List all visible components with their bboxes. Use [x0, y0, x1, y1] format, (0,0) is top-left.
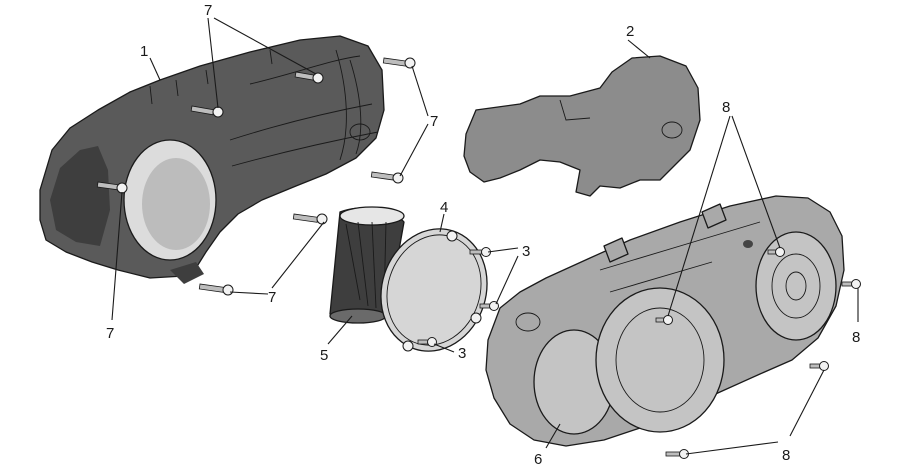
callout-7-top: 7 [204, 2, 212, 19]
callout-8-right: 8 [852, 329, 860, 346]
screw [655, 315, 673, 325]
gasket-part [380, 228, 488, 352]
screw [198, 283, 234, 296]
screw [370, 171, 404, 184]
callout-1: 1 [140, 43, 148, 60]
screw [292, 213, 328, 225]
outer-cover-part [39, 35, 385, 284]
callout-3-lower: 3 [458, 345, 466, 362]
callout-8-bottom: 8 [782, 447, 790, 464]
screw [190, 105, 224, 118]
callout-5: 5 [320, 347, 328, 364]
air-funnel-part [329, 206, 405, 324]
screw [841, 279, 861, 289]
heat-shield-part [463, 55, 701, 197]
callout-3-upper: 3 [522, 243, 530, 260]
screw [382, 57, 416, 69]
callout-7-right: 7 [430, 113, 438, 130]
leader-lines [111, 17, 859, 455]
callout-7-left: 7 [106, 325, 114, 342]
screw [96, 181, 128, 194]
callout-8-top: 8 [722, 99, 730, 116]
screw [809, 361, 829, 371]
callout-4: 4 [440, 199, 448, 216]
callout-2: 2 [626, 23, 634, 40]
screw-group [96, 57, 861, 459]
callout-7-mid: 7 [268, 289, 276, 306]
screw [294, 71, 324, 84]
screw [665, 449, 689, 459]
callout-labels: 1 2 7 7 7 7 4 5 3 3 8 8 8 6 [106, 2, 860, 468]
callout-6: 6 [534, 451, 542, 468]
